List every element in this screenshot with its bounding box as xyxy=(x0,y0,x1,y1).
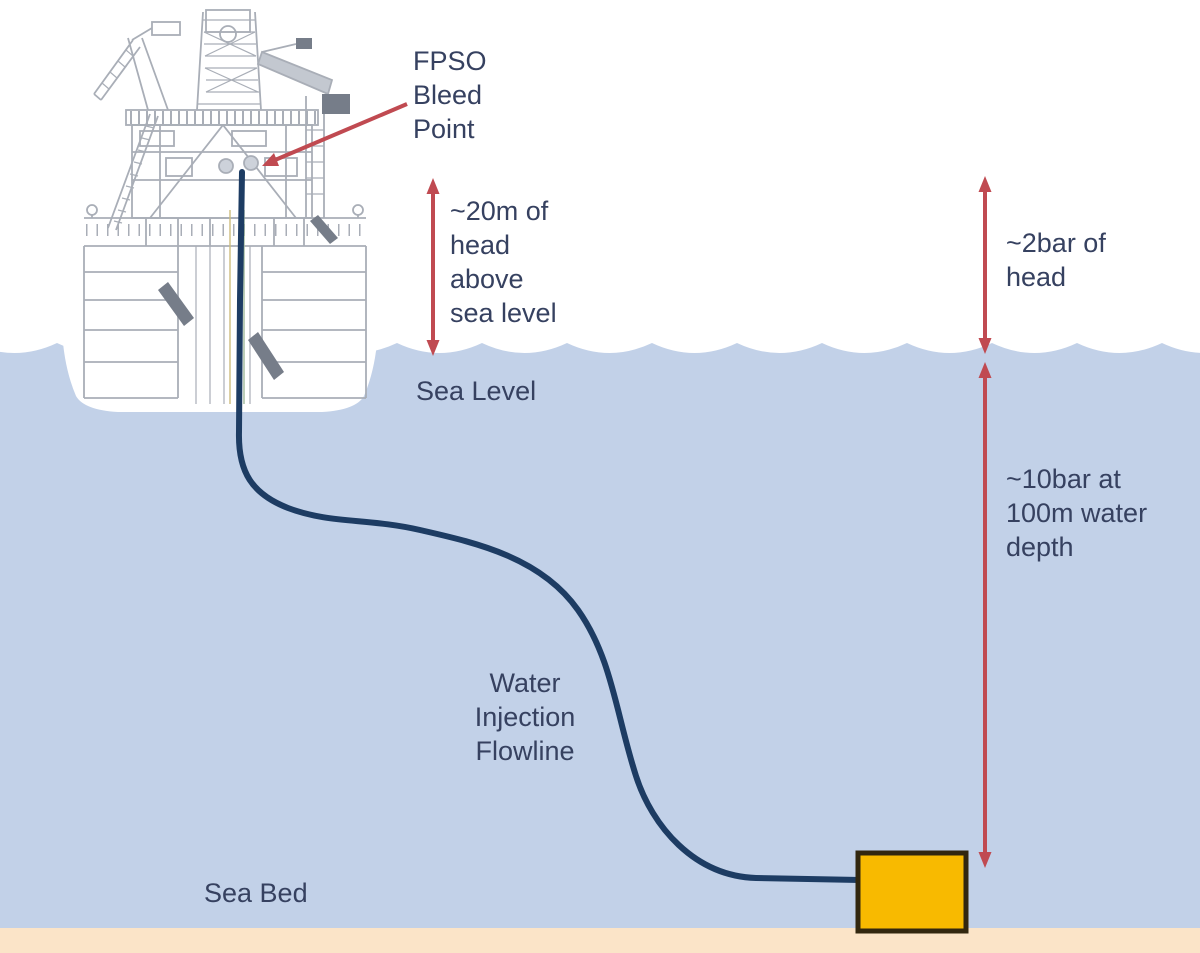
annotation-arrows xyxy=(267,102,987,852)
bleed-point-leader-arrow xyxy=(267,102,408,165)
annotation-arrowheads xyxy=(262,153,992,868)
sea-bed-strip xyxy=(0,928,1200,953)
head-2bar-label: ~2bar of head xyxy=(1006,228,1106,292)
bleed-point-equipment xyxy=(218,155,259,174)
subsea-manifold-box xyxy=(855,850,969,934)
water-injection-flowline-label: Water Injection Flowline xyxy=(474,668,576,766)
sea-level-label: Sea Level xyxy=(416,376,537,406)
water-injection-flowline xyxy=(235,169,863,883)
fpso-bleed-point-label: FPSO Bleed Point xyxy=(413,46,487,144)
vessel-backing xyxy=(62,0,378,412)
fpso-vessel-drawing xyxy=(83,9,367,404)
head-above-sea-level-label: ~20m of head above sea level xyxy=(450,196,557,328)
depth-10bar-label: ~10bar at 100m water depth xyxy=(1006,464,1148,562)
sea-bed-label: Sea Bed xyxy=(204,878,308,908)
